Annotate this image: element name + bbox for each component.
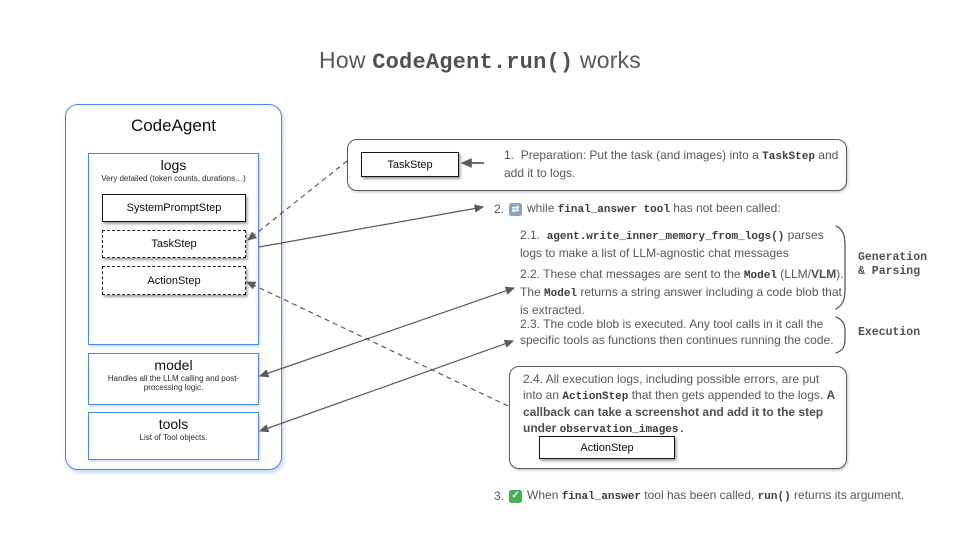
step24-code1: ActionStep — [562, 390, 629, 403]
step24-number: 2.4. — [523, 372, 544, 386]
step3-t2: tool has been called, — [640, 488, 758, 502]
step1-code1: TaskStep — [762, 151, 815, 163]
step22-t2: (LLM/ — [776, 267, 811, 281]
step24-container: 2.4. All execution logs, including possi… — [509, 366, 847, 469]
step3-code1: final_answer — [561, 491, 641, 503]
step1-taskstep-label: TaskStep — [387, 158, 433, 171]
model-box: model Handles all the LLM calling and po… — [88, 353, 259, 405]
step21-number: 2.1. — [520, 228, 541, 242]
step22-text: 2.2. These chat messages are sent to the… — [520, 266, 844, 318]
codeagent-panel: CodeAgent logs Very detailed (token coun… — [65, 104, 282, 470]
title-code: CodeAgent.run() — [372, 50, 574, 75]
step3-text: When final_answer tool has been called, … — [527, 487, 904, 505]
task-step-label: TaskStep — [151, 238, 197, 250]
step22-number: 2.2. — [520, 267, 541, 281]
arrow-logs-to-step2 — [258, 204, 485, 248]
logs-subtitle: Very detailed (token counts, durations…) — [101, 174, 246, 183]
arrow-model-step22 — [258, 286, 516, 378]
check-icon: ✓ — [509, 489, 523, 503]
check-icon-glyph: ✓ — [511, 490, 520, 501]
system-prompt-step-box: SystemPromptStep — [102, 194, 246, 222]
model-subtitle: Handles all the LLM calling and post-pro… — [107, 374, 240, 392]
page-title: How CodeAgent.run() works — [0, 47, 960, 75]
tools-subtitle: List of Tool objects. — [139, 433, 208, 442]
step3-t3: returns its argument. — [790, 488, 905, 502]
step21-text: 2.1. agent.write_inner_memory_from_logs(… — [520, 227, 844, 261]
arrow-step24-to-actionstep — [245, 281, 509, 407]
step1-container: TaskStep 1. Preparation: Put the task (a… — [347, 139, 847, 191]
tools-title: tools — [158, 416, 189, 432]
action-step-label: ActionStep — [147, 274, 201, 287]
step1-t2: and add it to logs. — [504, 148, 839, 180]
step22-b1: VLM — [810, 267, 837, 281]
action-step-box: ActionStep — [102, 266, 246, 295]
step22-t1: These chat messages are sent to the — [543, 267, 744, 281]
model-title: model — [154, 357, 193, 373]
step3-line: 3. ✓ When final_answer tool has been cal… — [494, 487, 904, 505]
step24-t2: that then gets appended to the logs. — [628, 387, 827, 402]
step24-code2: observation_images. — [559, 423, 686, 436]
arrow-tools-step23 — [258, 339, 515, 433]
step3-t1: When — [527, 488, 562, 502]
codeagent-title: CodeAgent — [130, 116, 217, 135]
step24-t1: All execution logs, including possible e… — [523, 372, 820, 402]
step1-text: 1. Preparation: Put the task (and images… — [504, 147, 852, 181]
step1-taskstep-box: TaskStep — [361, 152, 459, 177]
step24-b1: A callback can take a screenshot and add… — [523, 387, 835, 435]
step22-t4: returns a string answer including a code… — [520, 285, 842, 317]
loop-icon: ⇄ — [509, 202, 523, 216]
generation-parsing-label: Generation & Parsing — [858, 251, 928, 278]
step21-code1: agent.write_inner_memory_from_logs() — [546, 231, 785, 243]
step23-number: 2.3. — [520, 317, 541, 331]
step2-code1: final_answer tool — [557, 204, 670, 216]
logs-title: logs — [160, 157, 187, 173]
step2-t2: has not been called: — [669, 201, 781, 215]
step23-text: 2.3. The code blob is executed. Any tool… — [520, 316, 850, 348]
step3-number: 3. — [494, 489, 505, 503]
logs-box: logs Very detailed (token counts, durati… — [88, 153, 259, 345]
tools-box: tools List of Tool objects. — [88, 412, 259, 460]
title-post: works — [573, 47, 641, 73]
step2-number: 2. — [494, 202, 505, 216]
task-step-box: TaskStep — [102, 230, 246, 258]
execution-label: Execution — [858, 326, 921, 339]
system-prompt-step-label: SystemPromptStep — [126, 202, 222, 214]
loop-icon-glyph: ⇄ — [511, 204, 520, 214]
step21-t1: parses logs to make a list of LLM-agnost… — [520, 228, 824, 260]
step1-number: 1. — [504, 148, 515, 162]
step2-t1: while — [527, 201, 558, 215]
step2-line: 2. ⇄ while final_answer tool has not bee… — [494, 200, 781, 218]
step24-actionstep-box: ActionStep — [539, 436, 675, 459]
title-pre: How — [319, 47, 373, 73]
step3-code2: run() — [757, 491, 791, 503]
step22-code1: Model — [743, 270, 777, 282]
step23-t1: The code blob is executed. Any tool call… — [520, 317, 834, 347]
step24-text: 2.4. All execution logs, including possi… — [523, 372, 835, 438]
step1-t1: Preparation: Put the task (and images) i… — [520, 148, 763, 162]
step2-text: while final_answer tool has not been cal… — [527, 200, 781, 218]
step24-actionstep-label: ActionStep — [580, 441, 634, 454]
step22-code2: Model — [544, 288, 578, 300]
